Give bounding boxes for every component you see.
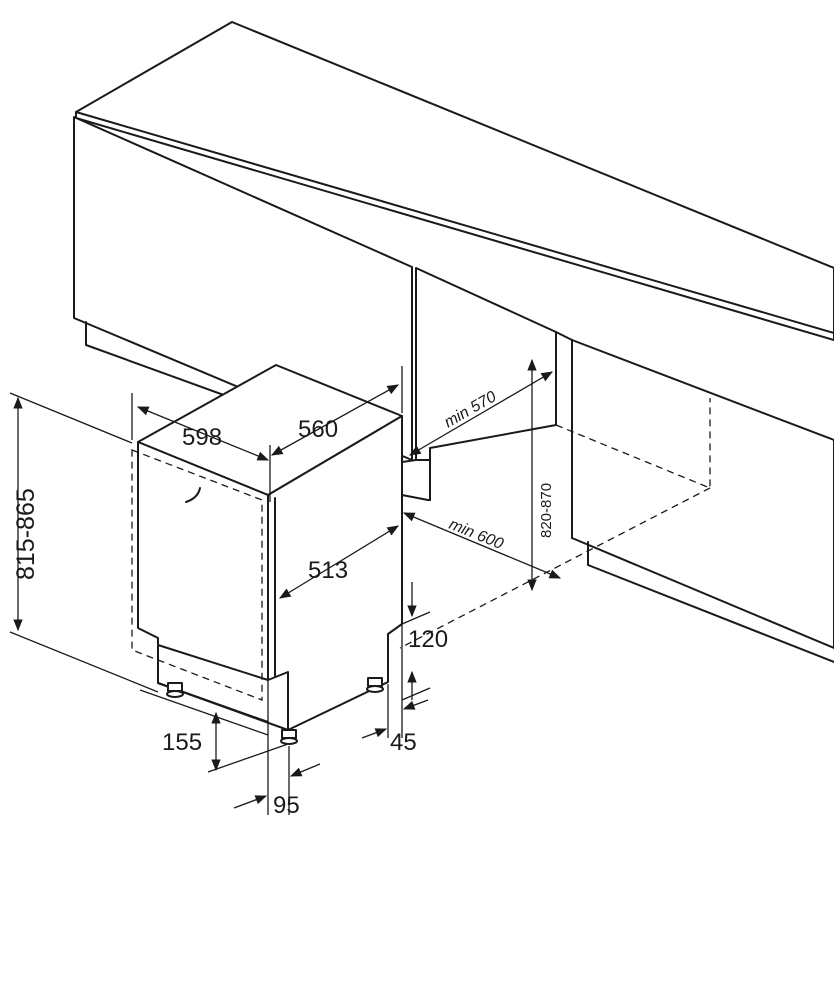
dishwasher [131,364,403,731]
dimension-45: 45 [361,624,429,756]
foot-center [280,729,298,745]
door-handle [185,487,201,503]
foot-left [166,682,184,698]
dimension-120-label: 120 [408,626,448,653]
dimension-plinth-120: 120 [401,582,448,701]
dimension-95-label: 95 [273,792,300,819]
dimension-598-label: 598 [182,424,222,451]
dimension-depth-top: 560 [270,366,403,456]
dimension-width: 598 [131,393,271,502]
dimension-513-label: 513 [308,557,348,584]
dishwasher-feet [166,677,384,745]
right-cabinet [571,339,834,663]
niche-back-wall [401,267,573,501]
dimension-niche-height: 820-870 [527,358,555,592]
dimension-min-600-label: min 600 [447,516,506,553]
dimension-45-label: 45 [390,729,417,756]
dimension-min-600: min 600 [402,512,562,579]
dimension-height: 815-865 [9,392,159,693]
dimension-820-870-label: 820-870 [538,483,555,538]
dimension-560-label: 560 [298,416,338,443]
dimension-513: 513 [279,520,403,599]
dimension-815-865-label: 815-865 [12,488,40,580]
dimension-foot-95: 95 [233,680,321,819]
dimension-155-label: 155 [162,729,202,756]
foot-right [366,677,384,693]
dimension-foot-155: 155 [139,689,289,773]
